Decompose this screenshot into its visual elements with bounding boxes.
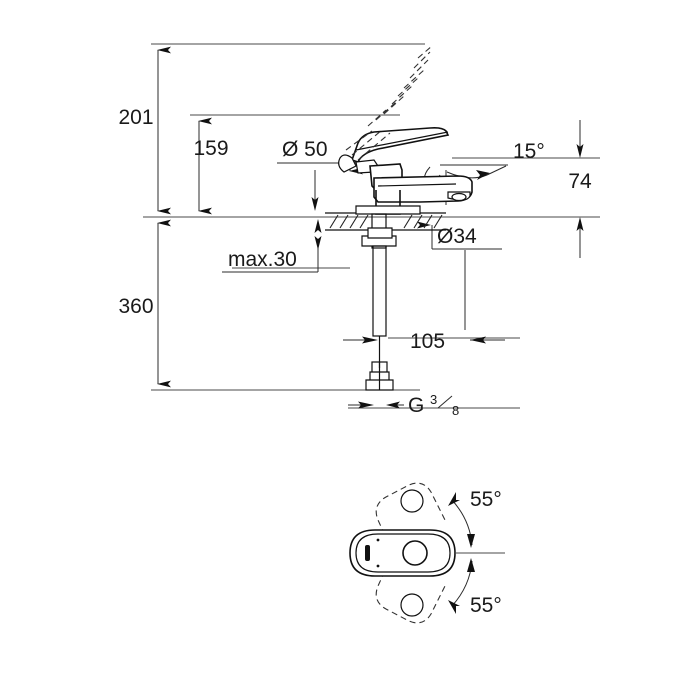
dimension-74: 74 — [568, 120, 592, 258]
dimension-angle-55-lower-label: 55° — [470, 594, 502, 617]
thread-prefix-label: G — [408, 394, 424, 417]
ghost-aerator-lower — [400, 593, 424, 617]
swivel-ghost-outlines — [375, 482, 447, 624]
plan-body — [349, 529, 456, 577]
dimension-201: 201 — [118, 46, 171, 215]
plan-aerator — [402, 540, 428, 566]
dimension-diameter-50: Ø 50 — [277, 138, 363, 211]
plan-view: 55° 55° — [349, 482, 505, 624]
dimension-diameter-50-label: Ø 50 — [282, 138, 328, 161]
dimension-diameter-34: Ø34 — [417, 221, 502, 330]
faucet-body — [325, 45, 473, 391]
dimension-diameter-34-label: Ø34 — [437, 225, 477, 248]
dimension-max-30: max.30 — [222, 219, 322, 273]
plan-lever-slot — [365, 545, 370, 561]
thread-numerator-label: 3 — [430, 392, 437, 407]
elevation-view: 201 159 360 Ø 50 — [118, 43, 600, 418]
dimension-105: 105 — [343, 330, 505, 353]
dimension-105-label: 105 — [410, 330, 445, 353]
base-flange — [355, 205, 421, 215]
dimension-74-value: 74 — [568, 170, 592, 193]
ghost-aerator-upper — [400, 489, 424, 513]
lever-handle — [350, 127, 450, 163]
thread-denominator-label: 8 — [452, 403, 459, 418]
dimension-angle-15-label: 15° — [513, 140, 545, 163]
dimension-159: 159 — [193, 117, 229, 215]
dimension-159-label: 159 — [193, 137, 228, 160]
flexible-hose — [372, 245, 387, 337]
dimension-201-label: 201 — [118, 106, 153, 129]
dimension-angle-55-upper-label: 55° — [470, 488, 502, 511]
dimension-360: 360 — [118, 219, 171, 388]
dimension-360-label: 360 — [118, 295, 153, 318]
dimension-angle-55-upper: 55° — [448, 488, 502, 548]
dimension-angle-55-lower: 55° — [448, 558, 502, 617]
dimension-thread-g38: G 3 8 — [348, 392, 459, 418]
dimension-max-30-label: max.30 — [228, 248, 297, 271]
lever-ghost — [338, 45, 433, 173]
